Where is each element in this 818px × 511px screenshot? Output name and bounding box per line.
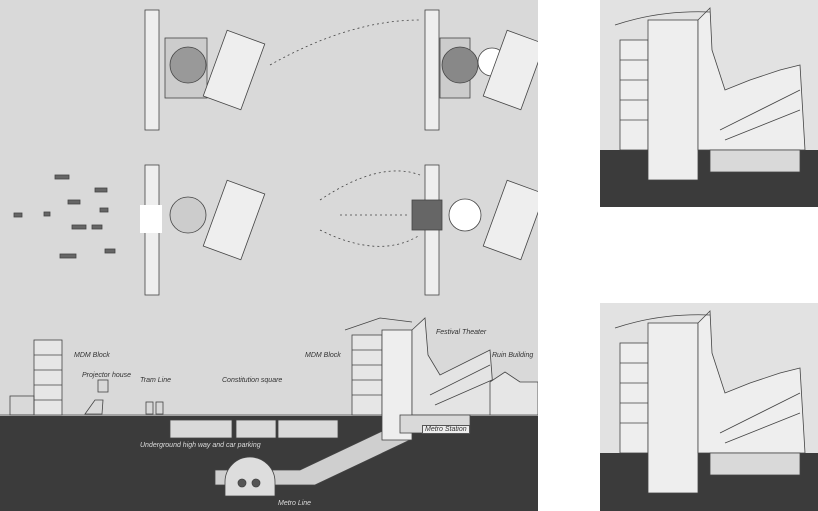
festival-theater bbox=[344, 317, 496, 434]
floor-plan-3 bbox=[140, 164, 266, 296]
floor-plan-1 bbox=[144, 9, 266, 131]
metro-tunnel bbox=[224, 456, 276, 497]
label-tram-line: Tram Line bbox=[140, 377, 171, 384]
floor-plan-2 bbox=[424, 9, 538, 131]
debris-fragments bbox=[13, 174, 116, 259]
detail-section-1-drawing bbox=[600, 7, 818, 207]
detail-section-2-drawing bbox=[600, 310, 818, 511]
mdm-block-left bbox=[9, 339, 63, 416]
ruin-building bbox=[489, 371, 538, 416]
label-mdm-block-right: MDM Block bbox=[305, 352, 341, 359]
label-underground: Underground high way and car parking bbox=[140, 442, 261, 449]
projector-house bbox=[84, 399, 104, 415]
drawing-canvas bbox=[0, 9, 538, 511]
detail-section-2 bbox=[600, 303, 818, 511]
floor-plan-4 bbox=[411, 164, 538, 296]
label-metro-station: Metro Station bbox=[422, 425, 470, 434]
site-section-drawing: MDM Block Projector house Tram Line Cons… bbox=[0, 0, 538, 511]
label-festival-theater: Festival Theater bbox=[436, 329, 487, 336]
label-mdm-block-left: MDM Block bbox=[74, 352, 110, 359]
underground-parking bbox=[169, 419, 339, 439]
label-constitution-square: Constitution square bbox=[222, 377, 283, 384]
label-metro-line: Metro Line bbox=[278, 500, 312, 507]
tram bbox=[145, 401, 164, 415]
detail-section-1 bbox=[600, 0, 818, 207]
label-projector-house: Projector house bbox=[82, 372, 132, 379]
label-ruin-building: Ruin Building bbox=[492, 352, 534, 359]
